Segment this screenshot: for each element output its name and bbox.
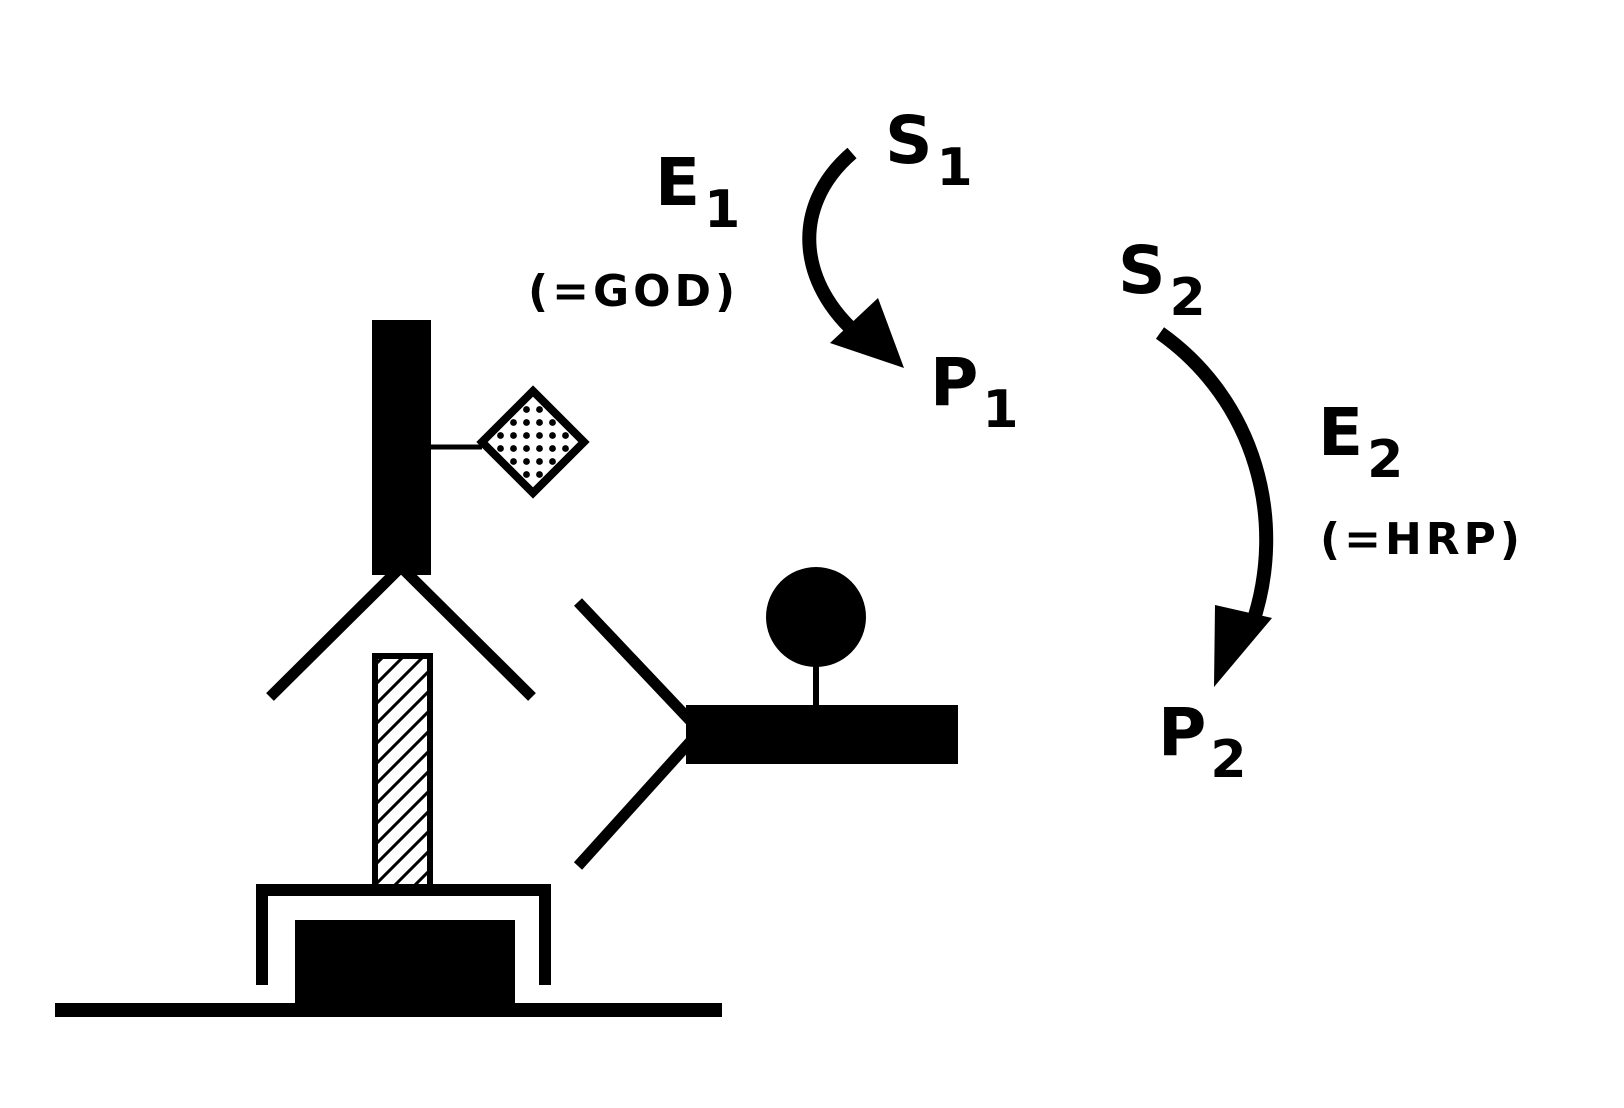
label-e2-letter: E	[1318, 394, 1364, 471]
enzyme-e1-diamond	[476, 385, 590, 499]
reaction-arrow-1	[802, 147, 904, 368]
label-p2: P2	[1158, 700, 1247, 787]
label-e1-letter: E	[655, 144, 701, 221]
label-p2-letter: P	[1158, 694, 1207, 771]
label-e1: E1	[655, 150, 740, 237]
labeled-antibody-1	[266, 320, 590, 701]
label-p1-subscript: 1	[982, 380, 1019, 440]
label-e2-note: (=HRP)	[1320, 514, 1525, 565]
base-line	[55, 1003, 722, 1017]
label-e1-note: (=GOD)	[528, 266, 740, 317]
reaction-arrow-2	[1155, 327, 1274, 687]
label-s1-subscript: 1	[936, 138, 973, 198]
labeled-antibody-2	[573, 567, 958, 870]
label-s2-subscript: 2	[1169, 268, 1206, 328]
support-block	[295, 920, 515, 1005]
label-s2: S2	[1118, 238, 1206, 325]
enzyme-e2-disc	[766, 567, 866, 667]
label-s1: S1	[885, 108, 973, 195]
hatched-antigen-column	[372, 653, 433, 891]
label-s1-letter: S	[885, 102, 933, 179]
antibody-1-arms	[266, 559, 536, 701]
label-p1-letter: P	[930, 344, 979, 421]
label-e2-subscript: 2	[1367, 430, 1404, 490]
antibody-2-stem	[686, 705, 958, 764]
label-p1: P1	[930, 350, 1019, 437]
label-p2-subscript: 2	[1210, 730, 1247, 790]
label-e1-subscript: 1	[704, 180, 741, 240]
label-s2-letter: S	[1118, 232, 1166, 309]
label-e2: E2	[1318, 400, 1403, 487]
antibody-2-arms	[573, 598, 708, 870]
antibody-1-stem	[372, 320, 431, 575]
